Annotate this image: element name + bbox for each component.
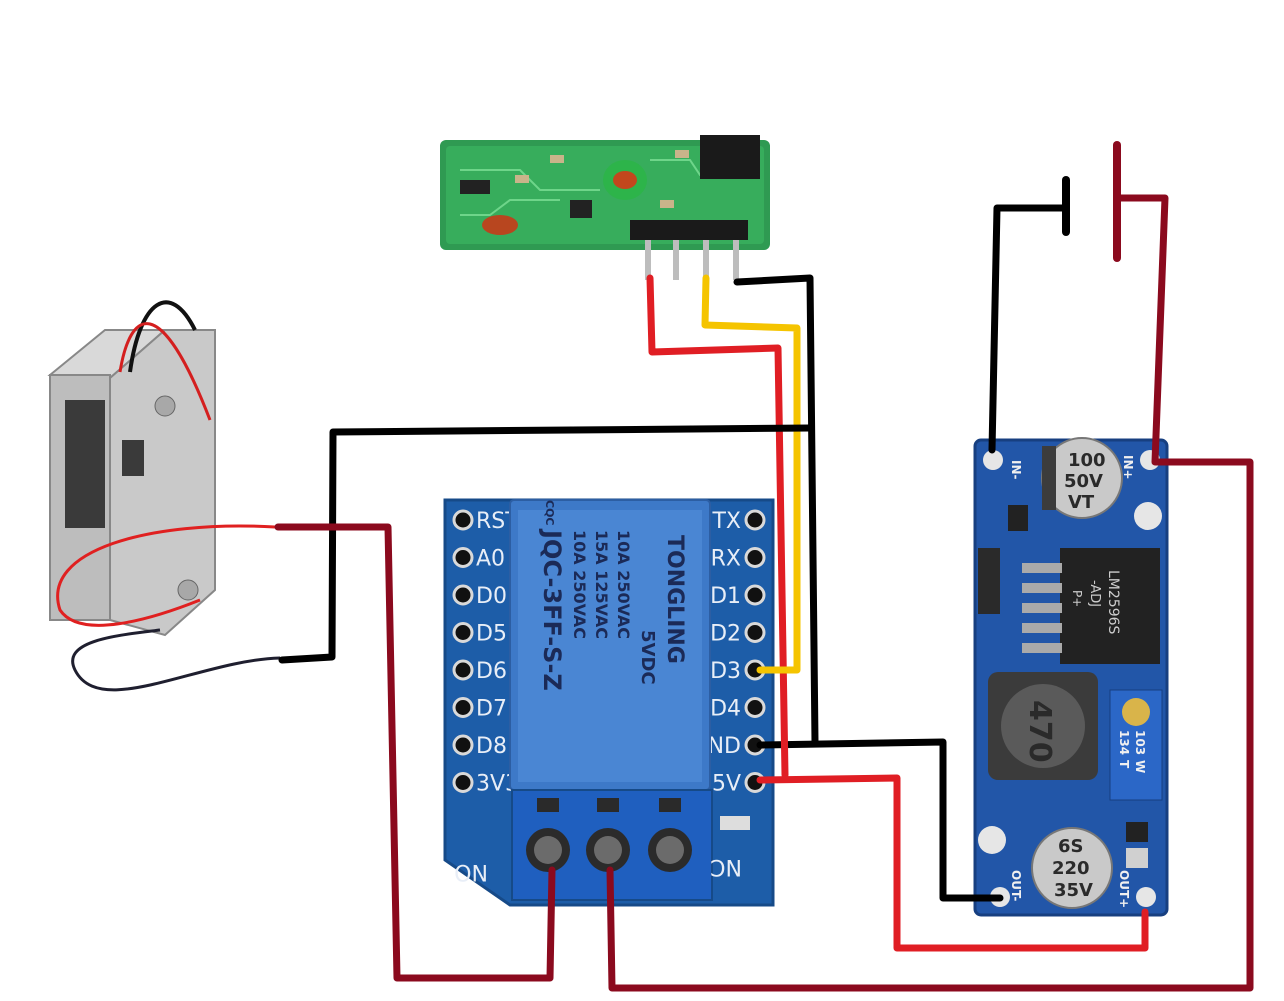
label-out-plus: OUT+ (1117, 870, 1131, 908)
wire-black-rf-gnd (733, 274, 819, 746)
pin-label-tx: TX (711, 509, 741, 534)
relay-component: TONGLING 5VDC 10A 250VAC 15A 125VAC 10A … (509, 499, 711, 791)
pin-hole-d8 (452, 734, 474, 756)
pin-label-5v: 5V (712, 772, 741, 797)
input-capacitor: 100 50V VT (1041, 437, 1123, 519)
pin-hole-d0 (452, 584, 474, 606)
screw-icon (154, 395, 176, 417)
screw-icon (177, 579, 199, 601)
inductor-icon: 470 (988, 672, 1098, 780)
wire-yellow-rf-data (701, 274, 801, 674)
svg-text:-ADJ: -ADJ (1087, 580, 1102, 607)
svg-text:LM2596S: LM2596S (1105, 570, 1121, 635)
pin-hole-a0 (452, 547, 474, 568)
pin-hole-d2 (744, 622, 766, 643)
relay-model: JQC-3FF-S-Z (538, 528, 566, 691)
relay-rating-2: 15A 125VAC (592, 530, 611, 639)
pin-hole-tx (744, 509, 766, 531)
wire-red-buck-out-pos (756, 774, 1149, 952)
svg-text:100: 100 (1068, 450, 1106, 471)
svg-text:35V: 35V (1054, 880, 1093, 901)
svg-text:6S: 6S (1058, 836, 1084, 857)
output-capacitor: 6S 220 35V (1031, 827, 1113, 909)
pin-hole-d6 (452, 659, 474, 681)
wire-black-buck-out-neg (756, 738, 1004, 902)
pin-label-rx: RX (711, 547, 741, 572)
pin-label-d0: D0 (476, 584, 507, 609)
trimmer-potentiometer: 103 W 134 T (1109, 689, 1163, 801)
wire-black-battery-neg (988, 204, 1066, 454)
svg-text:P+: P+ (1070, 590, 1084, 607)
battery-symbol (1062, 141, 1121, 262)
relay-cqc: CQC (543, 500, 556, 526)
svg-text:134: 134 (1117, 730, 1131, 755)
pin-hole-d4 (744, 697, 766, 718)
pin-label-d1: D1 (710, 584, 741, 609)
terminal-label-no: NO (454, 859, 488, 884)
pin-label-a0: A0 (476, 547, 505, 572)
pin-label-d4: D4 (710, 697, 741, 722)
wire-darkred-solenoid (274, 523, 556, 982)
svg-text:50V: 50V (1064, 471, 1103, 492)
relay-rating-3: 10A 250VAC (570, 530, 589, 639)
label-in-minus: IN- (1009, 460, 1023, 480)
pin-label-d6: D6 (476, 659, 507, 684)
svg-text:W: W (1133, 760, 1147, 773)
pin-label-d8: D8 (476, 734, 507, 759)
svg-text:220: 220 (1052, 858, 1090, 879)
pin-label-d3: D3 (710, 659, 741, 684)
wires (274, 194, 1254, 992)
pin-hole-d1 (744, 584, 766, 606)
wire-red-rf-vcc (646, 274, 789, 779)
terminal-label-nc: NC (710, 854, 742, 879)
pin-label-d7: D7 (476, 697, 507, 722)
pin-hole-rst (452, 509, 474, 531)
rf-receiver-module (440, 135, 770, 280)
ic-chip-icon (700, 135, 760, 179)
pin-hole-3v3 (452, 772, 474, 793)
relay-rating-1: 10A 250VAC (614, 530, 633, 639)
pin-hole-rx (744, 547, 766, 568)
wire-darkred-battery-pos (606, 194, 1254, 992)
solenoid-lock (47, 300, 281, 692)
label-in-plus: IN+ (1121, 455, 1135, 480)
relay-voltage: 5VDC (637, 630, 658, 685)
label-out-minus: OUT- (1009, 870, 1023, 901)
pin-label-d5: D5 (476, 622, 507, 647)
pin-hole-d5 (452, 622, 474, 643)
svg-text:103: 103 (1133, 730, 1147, 755)
svg-text:470: 470 (1022, 700, 1057, 763)
pin-label-d2: D2 (710, 622, 741, 647)
svg-text:T: T (1117, 760, 1131, 769)
buck-converter-module: IN- IN+ OUT- OUT+ 100 50V VT LM2596S -AD… (973, 437, 1169, 917)
led-icon (720, 816, 750, 830)
wire-black-solenoid (278, 424, 814, 664)
pin-hole-d7 (452, 697, 474, 718)
relay-brand: TONGLING (662, 535, 687, 664)
lm2596-chip: LM2596S -ADJ P+ (1022, 548, 1160, 664)
svg-text:VT: VT (1068, 492, 1095, 513)
coil-icon (482, 215, 518, 235)
